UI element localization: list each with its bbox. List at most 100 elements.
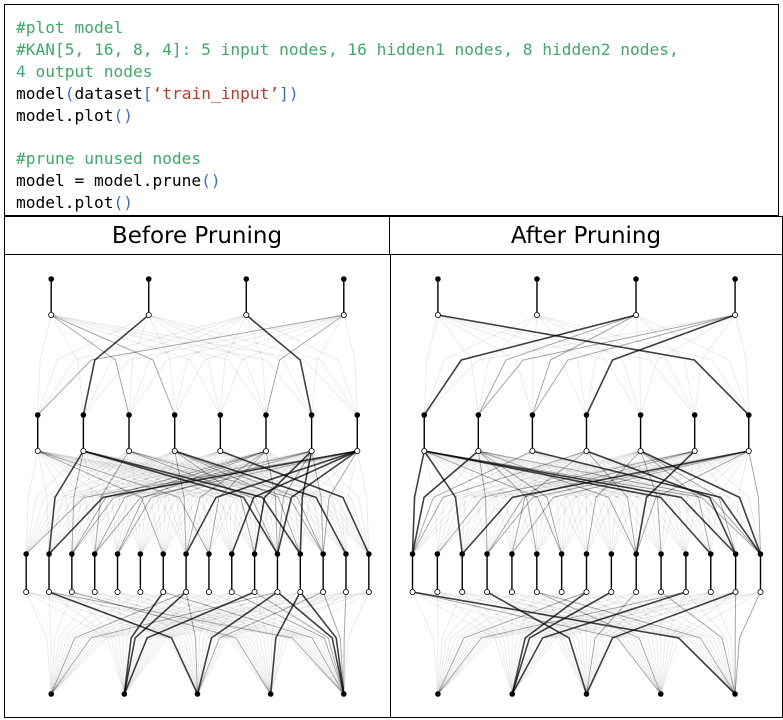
kan-edge	[265, 314, 345, 416]
kan-edge	[71, 591, 345, 695]
kan-edge	[436, 591, 439, 695]
kan-edge	[197, 591, 255, 695]
kan-node	[308, 412, 315, 418]
kan-node	[707, 551, 714, 557]
kan-node	[354, 412, 361, 418]
kan-sum-node	[160, 588, 167, 595]
code-line: #plot model	[16, 17, 778, 39]
kan-edge	[220, 450, 347, 555]
kan-node	[48, 276, 54, 282]
kan-edge	[197, 591, 210, 695]
kan-edge	[37, 450, 164, 555]
kan-edge	[586, 591, 711, 695]
kan-edge	[611, 591, 736, 695]
kan-edge	[140, 591, 272, 695]
kan-sum-node	[409, 588, 416, 595]
kan-node	[194, 691, 201, 697]
kan-sum-node	[508, 588, 515, 595]
kan-edge	[265, 450, 301, 555]
kan-edge	[48, 591, 272, 695]
kan-edge	[128, 450, 301, 555]
comparison-panel: Before Pruning After Pruning	[4, 216, 783, 718]
kan-edge	[25, 450, 130, 555]
kan-edge	[412, 591, 439, 695]
kan-edge	[245, 314, 267, 416]
kan-edge	[174, 450, 187, 555]
kan-edge	[50, 591, 347, 695]
kan-edge	[48, 450, 358, 555]
kan-edge	[635, 314, 696, 416]
kan-edge	[536, 450, 749, 555]
kan-node	[745, 412, 752, 418]
kan-edge	[424, 450, 761, 555]
kan-edge	[536, 314, 642, 416]
kan-edge	[748, 450, 761, 555]
kan-edge	[82, 314, 344, 416]
kan-node	[91, 551, 98, 557]
kan-edge	[423, 450, 438, 555]
kan-edge	[37, 314, 247, 416]
kan-edge	[437, 591, 587, 695]
kan-node	[46, 551, 52, 557]
kan-edge	[25, 450, 312, 555]
kan-edge	[436, 450, 479, 555]
kan-node	[114, 551, 121, 557]
kan-edge	[561, 591, 736, 695]
kan-edge	[531, 314, 736, 416]
kan-edge	[185, 450, 312, 555]
kan-edge	[25, 591, 125, 695]
kan-sum-node	[171, 447, 178, 454]
kan-edge	[531, 450, 563, 555]
kan-edge	[48, 450, 130, 555]
kan-edge	[71, 591, 272, 695]
kan-edge	[270, 591, 347, 695]
kan-edge	[276, 591, 345, 695]
kan-node	[608, 551, 615, 557]
kan-edge	[423, 314, 637, 416]
kan-node	[183, 551, 189, 557]
kan-edge	[185, 591, 198, 695]
kan-edge	[71, 450, 267, 555]
kan-edge	[586, 450, 695, 555]
kan-edge	[478, 450, 662, 555]
kan-edge	[461, 450, 641, 555]
kan-edge	[37, 450, 324, 555]
kan-sum-node	[691, 447, 698, 454]
kan-edge	[437, 591, 562, 695]
kan-edge	[94, 450, 175, 555]
kan-edge	[117, 450, 221, 555]
kan-edge	[437, 450, 749, 555]
kan-edge	[25, 591, 52, 695]
kan-edge	[50, 314, 176, 416]
kan-edge	[83, 450, 347, 555]
kan-edge	[37, 314, 344, 416]
kan-edge	[185, 450, 358, 555]
kan-node	[23, 551, 29, 557]
code-token: #plot model	[16, 18, 124, 37]
kan-edge	[276, 450, 358, 555]
kan-edge	[532, 450, 662, 555]
kan-edge	[299, 450, 358, 555]
code-token: model.plot	[16, 193, 114, 213]
kan-edge	[219, 450, 278, 555]
kan-sum-node	[91, 588, 98, 595]
kan-edge	[412, 450, 695, 555]
kan-edge	[25, 450, 267, 555]
kan-node	[217, 412, 224, 418]
kan-edge	[83, 450, 301, 555]
kan-edge	[635, 450, 642, 555]
kan-sum-node	[34, 447, 41, 454]
kan-edge	[486, 450, 587, 555]
kan-edge	[25, 450, 221, 555]
kan-edge	[511, 450, 695, 555]
kan-sum-node	[342, 588, 349, 595]
kan-edge	[270, 591, 278, 695]
kan-edge	[610, 591, 662, 695]
kan-edge	[461, 591, 513, 695]
after-pruning-title: After Pruning	[390, 217, 782, 255]
kan-edge	[424, 450, 712, 555]
kan-edge	[128, 450, 278, 555]
kan-edge	[37, 450, 233, 555]
kan-edge	[117, 591, 272, 695]
kan-edge	[148, 314, 358, 416]
